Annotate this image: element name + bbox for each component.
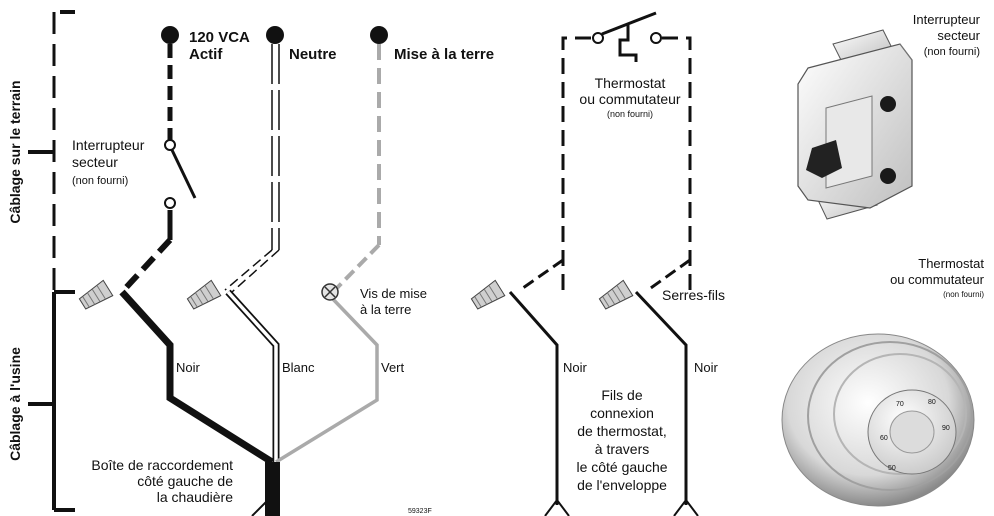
ground-screw-label-line1: Vis de mise — [360, 286, 427, 301]
line-terminal — [161, 26, 179, 44]
disconnect-switch-symbol — [164, 139, 197, 209]
illustration-thermostat-label-line2: ou commutateur — [890, 272, 985, 287]
white-wire-label: Blanc — [282, 360, 315, 375]
figure-code: 59323F — [408, 508, 432, 515]
side-bracket — [28, 10, 75, 512]
green-wire-factory — [275, 294, 379, 464]
thermostat-wire-left-label: Noir — [563, 360, 588, 375]
ground-screw-icon — [321, 283, 339, 301]
thermostat-illustration: 50 60 70 80 90 — [781, 333, 975, 507]
green-wire-label: Vert — [381, 360, 405, 375]
junction-box-conductor — [265, 462, 280, 516]
wire-nut — [470, 279, 506, 310]
wire-nut — [78, 279, 114, 310]
neutral-label: Neutre — [289, 46, 337, 63]
thermostat-leads-label-line4: à travers — [595, 441, 649, 457]
illustration-thermostat-label-line3: (non fourni) — [943, 290, 984, 299]
illustration-thermostat-label-line1: Thermostat — [918, 256, 984, 271]
wall-switch-illustration — [797, 29, 913, 220]
thermostat-switch-symbol — [592, 11, 662, 62]
thermostat-label-line3: (non fourni) — [607, 109, 653, 119]
dial-number: 80 — [928, 399, 936, 406]
thermostat-field-wiring — [519, 36, 692, 292]
ground-label: Mise à la terre — [394, 46, 494, 63]
dial-number: 50 — [888, 465, 896, 472]
thermostat-leads-label-line2: connexion — [590, 405, 654, 421]
black-wire-label: Noir — [176, 360, 201, 375]
line-wire-field — [119, 44, 173, 295]
thermostat-leads-label-line3: de thermostat, — [577, 423, 667, 439]
black-wire-factory — [119, 289, 274, 465]
ground-wire-field — [333, 44, 381, 292]
disconnect-label-line2: secteur — [72, 154, 118, 170]
thermostat-leads-label-line6: de l'enveloppe — [577, 477, 667, 493]
illustration-switch-label-line2: secteur — [937, 28, 980, 43]
thermostat-wire-right-label: Noir — [694, 360, 719, 375]
factory-wiring-label: Câblage à l'usine — [7, 347, 23, 461]
dial-number: 70 — [896, 401, 904, 408]
thermostat-leads-label-line1: Fils de — [601, 387, 642, 403]
white-wire-factory — [225, 289, 280, 462]
disconnect-label-line1: Interrupteur — [72, 137, 145, 153]
thermostat-label-line1: Thermostat — [595, 75, 666, 91]
wire-nut — [186, 279, 222, 310]
junction-box-label-line2: côté gauche de — [137, 473, 233, 489]
ground-terminal — [370, 26, 388, 44]
illustration-switch-label-line3: (non fourni) — [924, 46, 980, 58]
dial-number: 60 — [880, 435, 888, 442]
wire-nut — [598, 279, 634, 310]
thermostat-leads-label-line5: le côté gauche — [576, 459, 667, 475]
line-active-label: Actif — [189, 46, 223, 63]
neutral-terminal — [266, 26, 284, 44]
thermostat-factory-wiring — [508, 290, 699, 516]
wire-nuts-label: Serres-fils — [662, 287, 725, 303]
dial-number: 90 — [942, 425, 950, 432]
ground-screw-label-line2: à la terre — [360, 302, 411, 317]
field-wiring-label: Câblage sur le terrain — [7, 80, 23, 223]
thermostat-label-line2: ou commutateur — [579, 91, 680, 107]
junction-box-label-line1: Boîte de raccordement — [91, 457, 233, 473]
junction-box-label-line3: la chaudière — [157, 489, 233, 505]
disconnect-label-line3: (non fourni) — [72, 175, 128, 187]
illustration-switch-label-line1: Interrupteur — [913, 12, 981, 27]
line-voltage-label: 120 VCA — [189, 29, 250, 46]
neutral-wire-field — [224, 44, 280, 293]
